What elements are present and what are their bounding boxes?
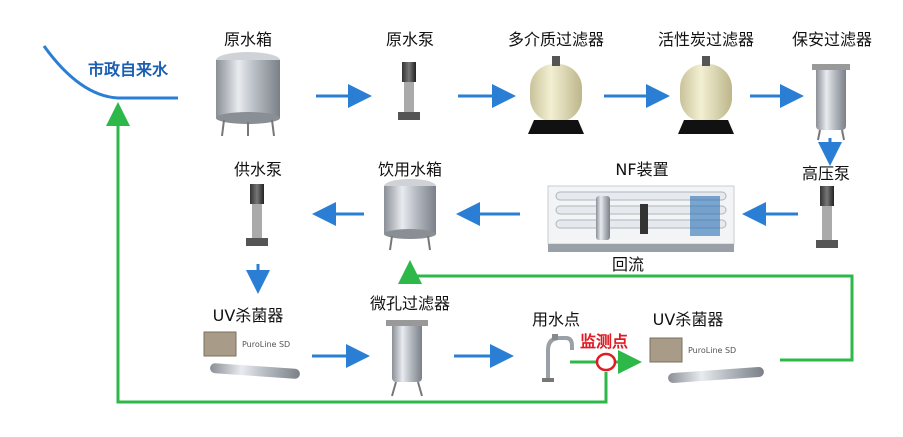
municipal-water-label: 市政自来水 bbox=[87, 60, 169, 79]
carbon-filter-icon bbox=[678, 56, 734, 134]
faucet-icon bbox=[542, 334, 574, 382]
nf-device-icon bbox=[547, 185, 735, 252]
uv-brand-2-label: PuroLine SD bbox=[688, 346, 737, 355]
raw-water-pump-label: 原水泵 bbox=[385, 30, 435, 49]
return-flow-label: 回流 bbox=[611, 255, 645, 274]
carbon-filter-label: 活性炭过滤器 bbox=[657, 30, 755, 49]
microporous-filter-icon bbox=[386, 320, 428, 397]
raw-water-tank-label: 原水箱 bbox=[223, 30, 273, 49]
uv-sterilizer-1-label: UV杀菌器 bbox=[212, 306, 284, 325]
drinking-water-tank-label: 饮用水箱 bbox=[377, 160, 443, 179]
microporous-filter-label: 微孔过滤器 bbox=[369, 294, 451, 313]
reflux-line bbox=[398, 260, 854, 362]
high-pressure-pump-label: 高压泵 bbox=[801, 164, 851, 183]
uv-brand-1-label: PuroLine SD bbox=[242, 340, 291, 349]
security-filter-label: 保安过滤器 bbox=[791, 30, 873, 49]
raw-water-tank-icon bbox=[216, 52, 280, 137]
monitor-valve-icon bbox=[595, 352, 617, 372]
security-filter-icon bbox=[812, 64, 850, 141]
uv-sterilizer-1-icon bbox=[203, 331, 300, 379]
uv-sterilizer-2-icon bbox=[649, 337, 764, 383]
water-point-label: 用水点 bbox=[531, 310, 581, 329]
return-loop-line bbox=[106, 102, 608, 404]
municipal-water-line bbox=[42, 45, 178, 100]
multimedia-filter-label: 多介质过滤器 bbox=[507, 30, 605, 49]
nf-device-label: NF装置 bbox=[615, 160, 669, 179]
multimedia-filter-icon bbox=[528, 56, 584, 134]
uv-sterilizer-2-label: UV杀菌器 bbox=[652, 310, 724, 329]
monitoring-point-label: 监测点 bbox=[579, 332, 629, 351]
drinking-water-tank-icon bbox=[384, 179, 436, 251]
high-pressure-pump-icon bbox=[816, 186, 838, 248]
supply-pump-label: 供水泵 bbox=[233, 160, 283, 179]
raw-water-pump-icon bbox=[398, 62, 420, 120]
supply-pump-icon bbox=[246, 184, 268, 246]
